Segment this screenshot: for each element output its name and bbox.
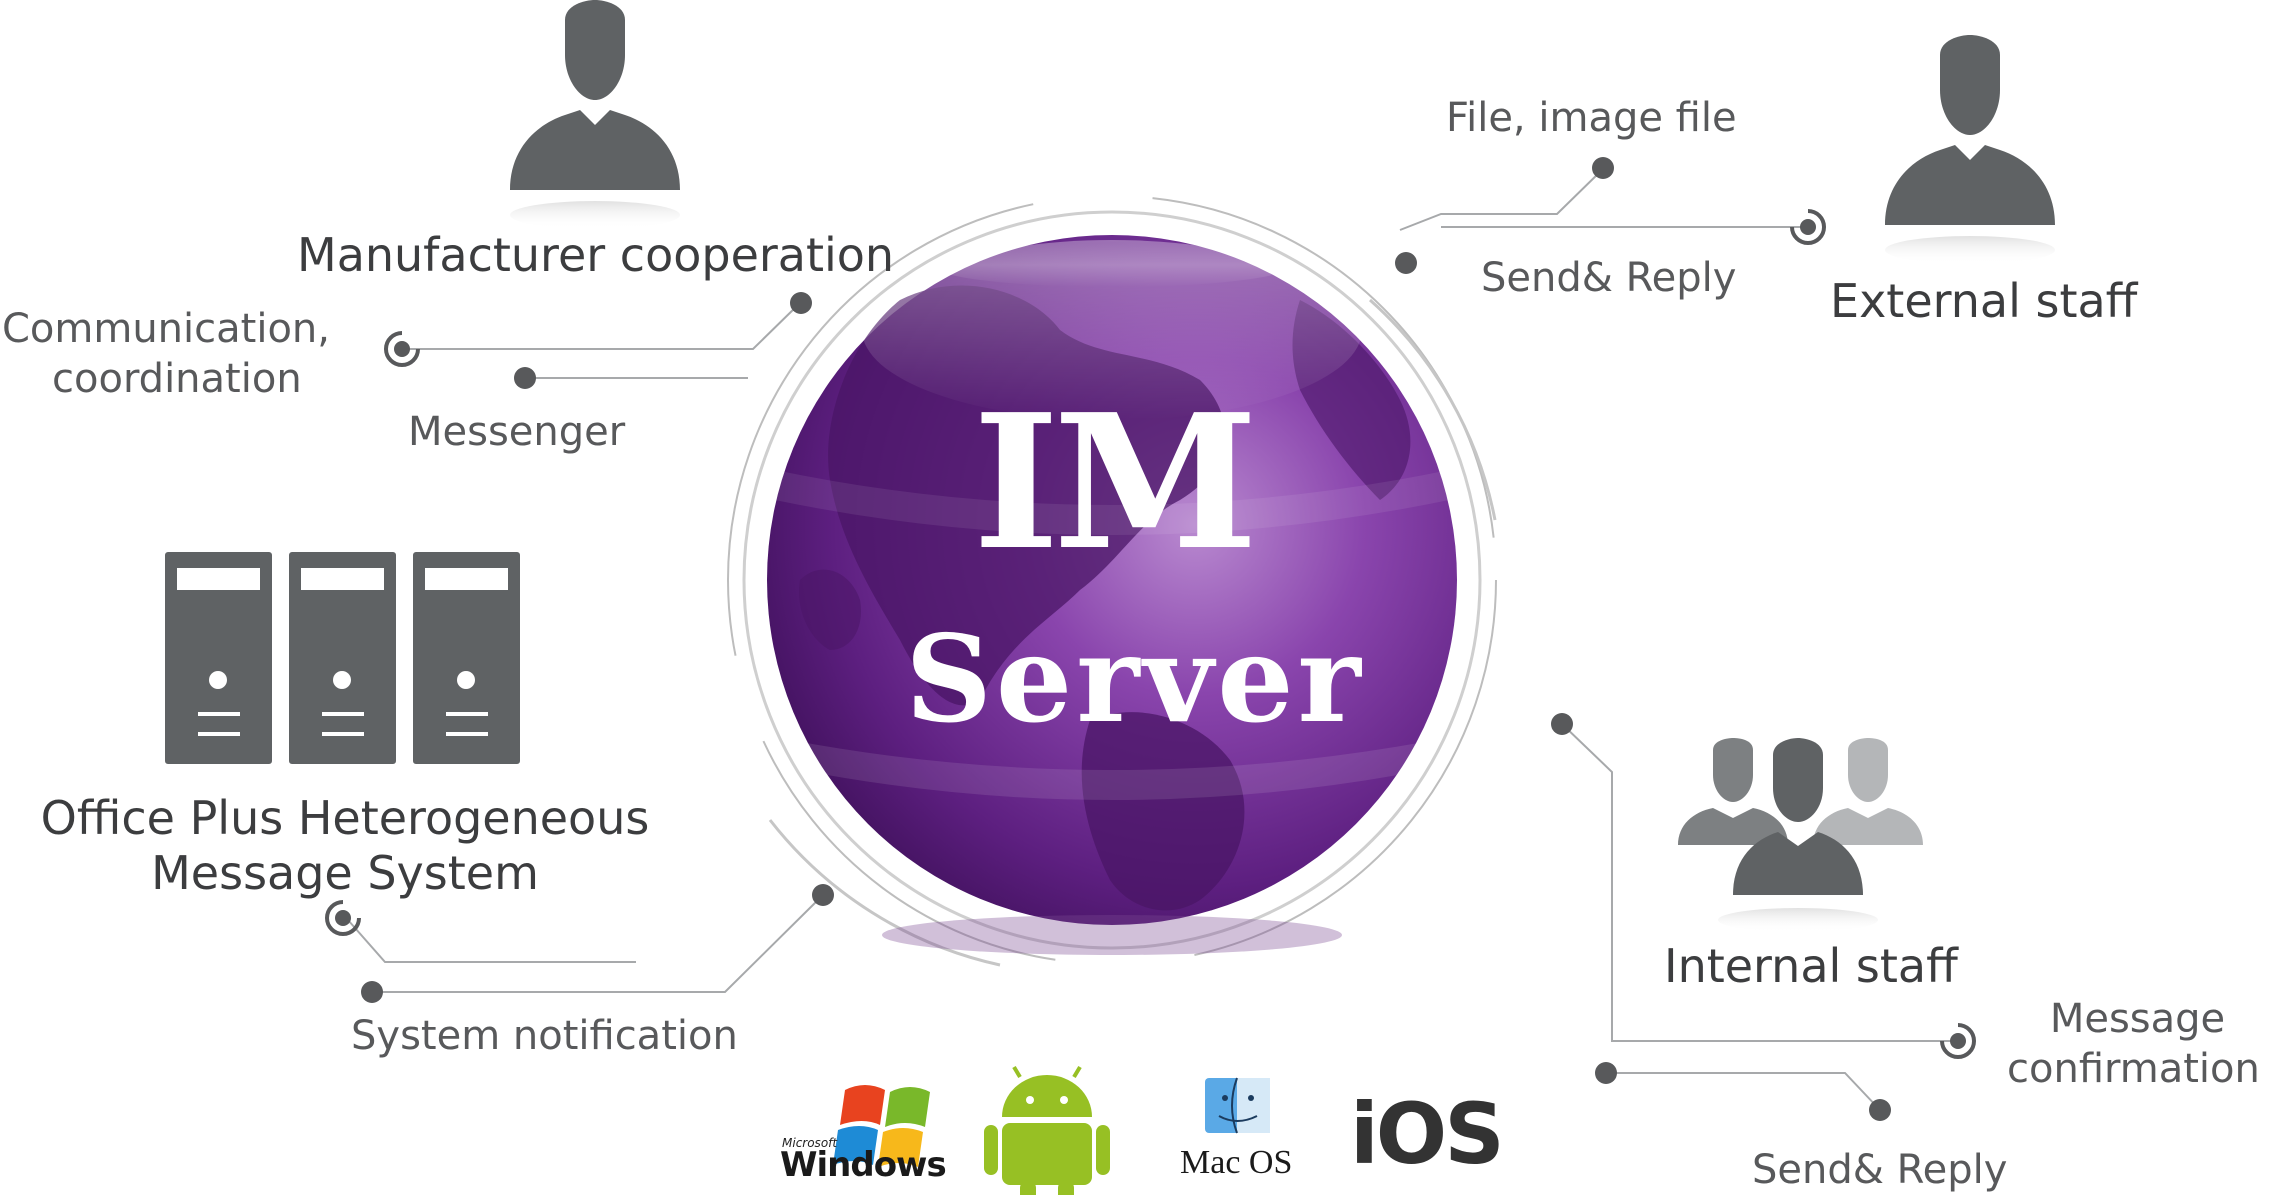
manufacturer-sub2: Messenger (408, 409, 626, 455)
internal-sub2: Send& Reply (1752, 1147, 2008, 1193)
connector-lines (347, 167, 1957, 1111)
office-title-line1: Office Plus Heterogeneous (40, 791, 650, 845)
server-icon (165, 552, 520, 764)
internal-title: Internal staff (1664, 939, 1958, 993)
windows-flag-icon (833, 1085, 930, 1167)
center-title-server: Server (905, 609, 1365, 750)
connector-dots (361, 157, 1891, 1121)
mac-finder-icon (1205, 1077, 1270, 1134)
macos-label: Mac OS (1180, 1144, 1293, 1181)
globe-rings (727, 195, 1497, 967)
manufacturer-title: Manufacturer cooperation (297, 228, 895, 282)
office-title-line2: Message System (151, 846, 539, 900)
ios-label: iOS (1350, 1085, 1505, 1183)
external-title: External staff (1830, 274, 2138, 328)
android-icon (984, 1065, 1110, 1195)
manufacturer-sub1-line1: Communication, (2, 306, 330, 352)
windows-label: Windows (780, 1145, 947, 1185)
center-title-im: IM (972, 373, 1258, 591)
external-sub2: Send& Reply (1481, 255, 1737, 301)
external-sub1: File, image file (1446, 95, 1737, 141)
internal-sub1-line1: Message (2049, 996, 2226, 1042)
person-icon (1885, 35, 2055, 264)
windows-small-label: Microsoft (782, 1136, 838, 1150)
internal-sub1-line2: confirmation (2007, 1046, 2260, 1092)
person-icon (510, 0, 680, 229)
manufacturer-sub1-line2: coordination (52, 356, 302, 402)
globe (767, 235, 1457, 955)
office-sub1: System notification (351, 1013, 738, 1059)
group-icon (1678, 738, 1923, 932)
target-endpoints (325, 209, 1976, 1059)
